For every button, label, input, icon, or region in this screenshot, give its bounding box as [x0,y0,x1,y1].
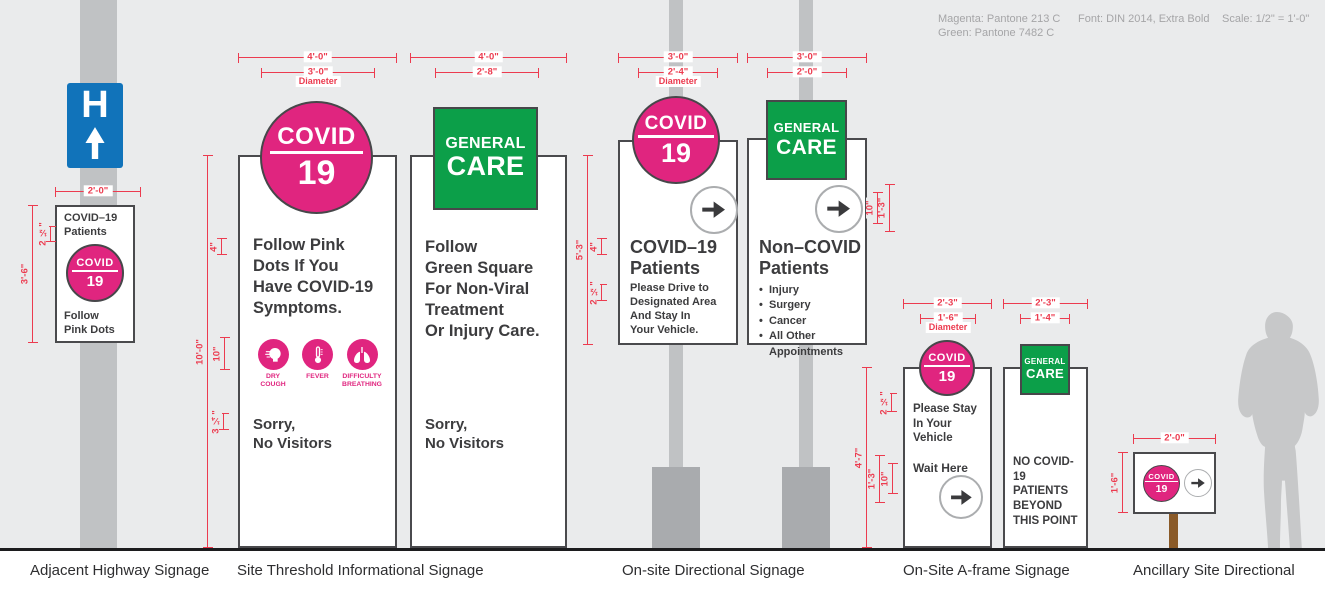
dim-directional-general-inner: 2'-0" [767,66,847,78]
threshold-covid-message: Follow Pink Dots If You Have COVID-19 Sy… [253,236,374,318]
dim-threshold-covid-diameter: 3'-0"Diameter [261,66,375,87]
directional-covid-body: Please Drive to Designated Area And Stay… [630,282,717,337]
directional-general-bullets: Injury Surgery Cancer All Other Appointm… [759,283,843,360]
directional-pole-general-stem [799,345,813,467]
dry-cough-icon [257,339,289,370]
threshold-general-sign: Follow Green Square For Non-Viral Treatm… [410,155,567,548]
person-silhouette [1238,311,1319,548]
covid19-roundel: COVID 19 [66,244,124,302]
covid19-roundel: COVID 19 [260,101,373,214]
bullet-item: Cancer [759,314,843,330]
dim-directional-arrow-outer: 1'-3" [877,184,895,232]
general-care-badge: GENERAL CARE [766,100,847,180]
aframe-covid-wait: Wait Here [913,461,968,475]
note-green-pantone: Green: Pantone 7482 C [938,27,1055,39]
difficulty-breathing-icon [346,339,378,370]
dim-threshold-cap: 4" [209,238,227,255]
dim-threshold-covid-outer: 4'-0" [238,51,397,63]
highway-panel-top-text: COVID–19 Patients [64,212,118,239]
dim-aframe-arrow-outer: 1'-3" [867,455,885,503]
aframe-general-sign: NO COVID-19 PATIENTS BEYOND THIS POINT [1003,367,1088,548]
directional-pole-covid-stem [669,345,683,467]
dim-directional-small: 2 ½" [589,277,607,308]
fever-icon [302,339,333,370]
dim-directional-covid-diameter: 2'-4"Diameter [638,66,718,87]
bullet-item: All Other Appointments [759,329,843,360]
covid19-roundel: COVID 19 [1143,465,1180,502]
dim-directional-height: 5'-3" [575,155,593,345]
dim-directional-arrow: 10" [865,192,883,224]
directional-pole-general-base [782,467,830,548]
dim-aframe-height: 4'-7" [854,367,872,548]
dim-aframe-general-outer: 2'-3" [1003,297,1088,309]
highway-covid-panel: COVID–19 Patients COVID 19 Follow Pink D… [55,205,135,343]
dim-highway-cap: 2 ½" [38,219,56,249]
symptom-dry-cough: DRY COUGH [251,339,295,390]
directional-pole-covid-base [652,467,700,548]
right-arrow-icon [815,185,863,233]
aframe-general-body: NO COVID-19 PATIENTS BEYOND THIS POINT [1013,456,1078,527]
threshold-general-footer: Sorry, No Visitors [425,416,504,453]
directional-general-heading: Non–COVID Patients [759,237,862,278]
covid19-roundel: COVID 19 [919,340,975,396]
dim-threshold-general-inner: 2'-8" [435,66,539,78]
hospital-highway-sign: H [67,83,123,168]
ground-line [0,548,1325,551]
covid19-roundel: COVID 19 [632,96,720,184]
directional-covid-heading: COVID–19 Patients [630,237,718,278]
dim-threshold-height: 10'-0" [195,155,213,548]
dim-threshold-small: 3 ¼" [211,406,229,437]
right-arrow-icon [690,186,738,234]
dim-threshold-general-outer: 4'-0" [410,51,567,63]
note-magenta-pantone: Magenta: Pantone 213 C [938,13,1061,25]
symptom-icons-row: DRY COUGH FEVER DIFFICULTY BREATHING [240,339,395,390]
hospital-h-letter: H [81,84,109,126]
bullet-item: Surgery [759,298,843,314]
section-label-threshold: Site Threshold Informational Signage [237,562,484,579]
symptom-fever: FEVER [296,339,340,390]
note-font: Font: DIN 2014, Extra Bold [1078,13,1210,25]
dim-aframe-arrow: 10" [880,463,898,494]
dim-aframe-covid-outer: 2'-3" [903,297,992,309]
note-scale: Scale: 1/2" = 1'-0" [1222,13,1310,25]
section-label-ancillary: Ancillary Site Directional [1133,562,1295,579]
section-label-directional: On-site Directional Signage [622,562,805,579]
dim-directional-cap: 4" [589,238,607,255]
up-arrow-icon [82,126,108,165]
aframe-covid-sign: Please Stay In Your Vehicle Wait Here [903,367,992,548]
section-label-highway: Adjacent Highway Signage [30,562,210,579]
dim-aframe-cap: 2 ½" [879,387,897,418]
bullet-item: Injury [759,283,843,299]
dim-threshold-icon-height: 10" [212,337,230,370]
symptom-difficulty-breathing: DIFFICULTY BREATHING [340,339,384,390]
threshold-general-message: Follow Green Square For Non-Viral Treatm… [425,238,540,341]
dim-directional-covid-outer: 3'-0" [618,51,738,63]
dim-ancillary-width: 2'-0" [1133,432,1216,444]
aframe-covid-body: Please Stay In Your Vehicle [913,403,977,445]
section-label-aframe: On-Site A-frame Signage [903,562,1070,579]
ancillary-post [1169,514,1178,548]
ancillary-sign: COVID 19 [1133,452,1216,514]
right-arrow-icon [939,475,983,519]
dim-aframe-covid-diameter: 1'-6"Diameter [920,312,976,333]
threshold-covid-footer: Sorry, No Visitors [253,416,332,453]
right-arrow-icon [1184,469,1212,497]
dim-aframe-general-inner: 1'-4" [1020,312,1070,324]
dim-ancillary-height: 1'-6" [1110,452,1128,513]
dim-highway-height: 3'-6" [20,205,38,343]
dim-directional-general-outer: 3'-0" [747,51,867,63]
dim-highway-width: 2'-0" [55,185,141,197]
general-care-badge: GENERAL CARE [433,107,538,210]
highway-panel-bottom-text: Follow Pink Dots [64,310,115,337]
general-care-badge: GENERAL CARE [1020,344,1070,395]
